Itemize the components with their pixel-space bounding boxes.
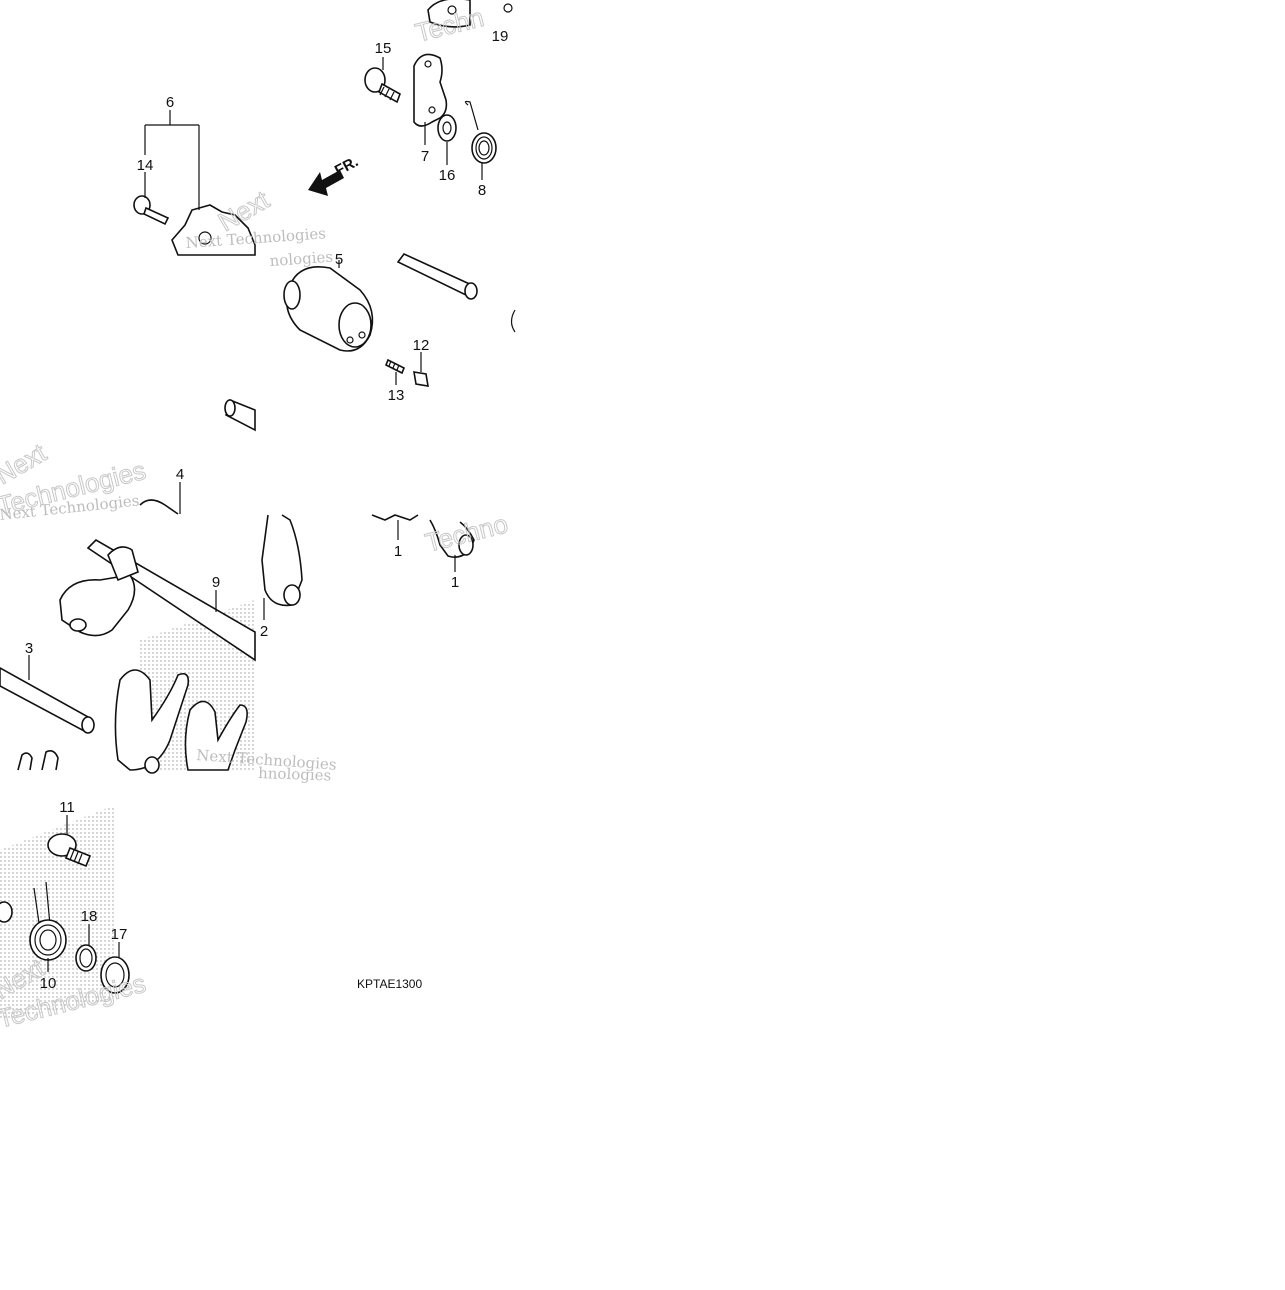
callout-9: 9	[212, 574, 220, 591]
watermark-8: nologies	[269, 248, 334, 270]
callout-13: 13	[388, 387, 405, 404]
washer-16	[437, 114, 457, 142]
watermark-9: hnologies	[258, 764, 332, 785]
callout-16: 16	[439, 167, 456, 184]
callout-19: 19	[492, 28, 509, 45]
part-19-fragment	[427, 0, 513, 28]
callout-14: 14	[137, 157, 154, 174]
bolt-15	[364, 67, 401, 104]
shift-fork-1b	[429, 519, 475, 558]
callout-6: 6	[166, 94, 174, 111]
shift-fork-2	[261, 514, 303, 607]
spring-8	[464, 100, 497, 164]
callout-12: 12	[413, 337, 430, 354]
star-plate-6	[171, 204, 256, 256]
spring-10	[0, 881, 67, 961]
shift-shaft-9	[59, 538, 256, 662]
dowel-12	[413, 371, 429, 387]
shaft-mid-left	[224, 398, 256, 432]
arm-7	[413, 53, 448, 127]
part-4-fragment	[139, 499, 179, 515]
shaft-top-right	[396, 253, 478, 300]
fork-tips-bottom-left	[17, 750, 59, 771]
bolt-14	[133, 195, 170, 226]
part-edge-right	[510, 309, 516, 333]
front-arrow	[308, 170, 344, 196]
clip-18	[75, 944, 97, 972]
watermark-7: Techn	[412, 2, 487, 48]
shift-fork-lower-b	[184, 700, 248, 771]
callout-1a: 1	[394, 543, 402, 560]
washer-17	[100, 956, 130, 994]
callout-5: 5	[335, 251, 343, 268]
shift-fork-1a	[371, 514, 419, 521]
callout-4: 4	[176, 466, 184, 483]
leader-lines	[28, 57, 483, 972]
pin-13	[384, 358, 406, 375]
callout-7: 7	[421, 148, 429, 165]
bolt-11	[47, 833, 92, 868]
shift-drum-5	[283, 266, 374, 352]
callout-15: 15	[375, 40, 392, 57]
callout-10: 10	[40, 975, 57, 992]
fork-shaft-3	[0, 667, 95, 734]
callout-8: 8	[478, 182, 486, 199]
callout-11: 11	[59, 799, 75, 816]
callout-17: 17	[111, 926, 128, 943]
callout-18: 18	[81, 908, 98, 925]
callout-2: 2	[260, 623, 268, 640]
callout-numbers: 1 1 2 3 4 5 6 7 8 9 10 11 12 13 14 15 16…	[25, 28, 509, 992]
shift-fork-lower-a	[114, 669, 190, 774]
callout-3: 3	[25, 640, 33, 657]
figure-code: KPTAE1300	[357, 977, 422, 991]
callout-1b: 1	[451, 574, 459, 591]
